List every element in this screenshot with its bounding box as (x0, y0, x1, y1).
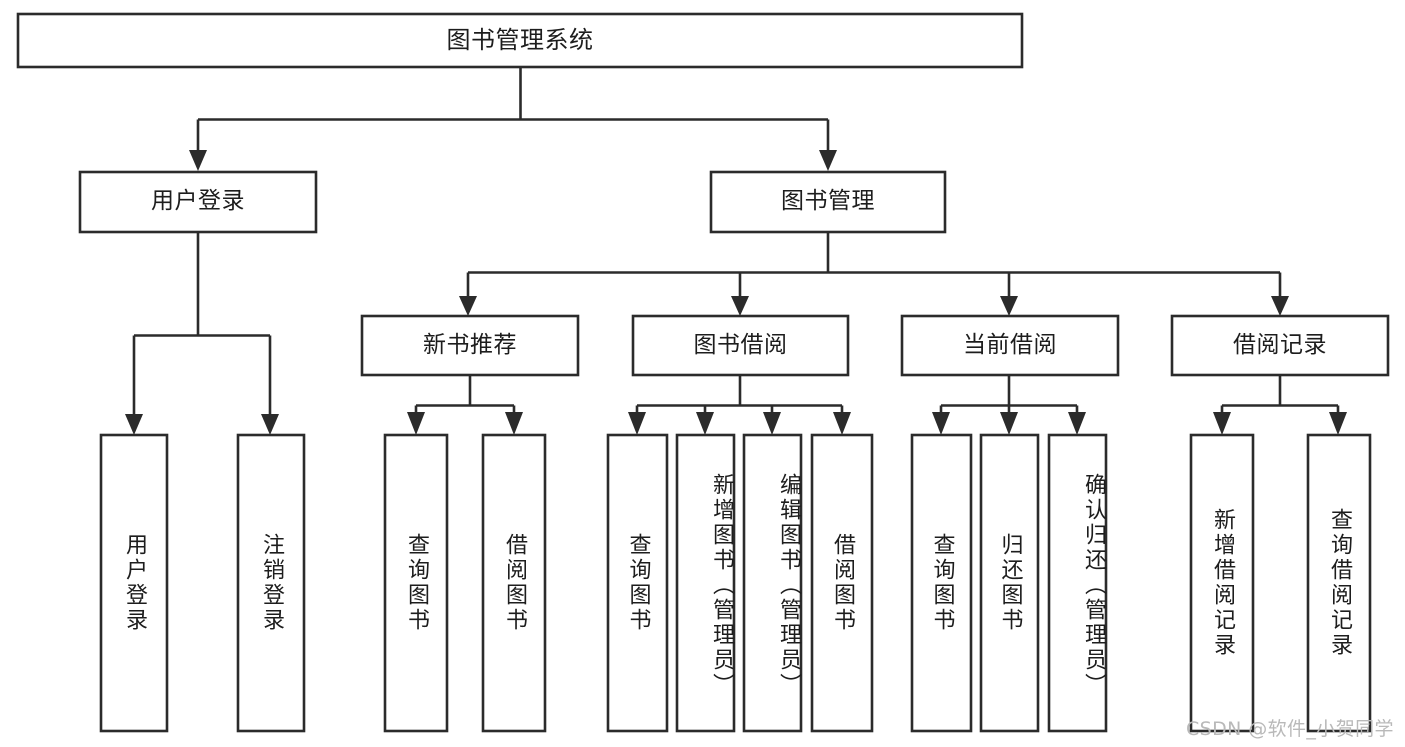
connector-borrowrecord-to-leaves (1213, 375, 1347, 435)
node-box-leaf-query-record[interactable] (1306, 433, 1372, 733)
node-box-new-book-rec[interactable] (360, 314, 580, 377)
node-box-leaf-query-book-1[interactable] (383, 433, 449, 733)
watermark-text: CSDN @软件_小贺同学 (1186, 718, 1394, 740)
node-box-root[interactable] (16, 12, 1024, 69)
connector-root-to-level1 (189, 67, 837, 171)
node-box-leaf-edit-book[interactable] (742, 433, 803, 733)
connector-userlogin-to-leaves (125, 232, 279, 435)
node-box-leaf-logout[interactable] (236, 433, 306, 733)
node-box-leaf-borrow-book-1[interactable] (481, 433, 547, 733)
node-box-leaf-add-book[interactable] (675, 433, 736, 733)
node-box-book-borrow[interactable] (631, 314, 850, 377)
connector-newbook-to-leaves (407, 375, 523, 435)
node-box-leaf-add-record[interactable] (1189, 433, 1255, 733)
node-box-leaf-return-book[interactable] (979, 433, 1040, 733)
node-box-leaf-query-book-2[interactable] (606, 433, 669, 733)
node-box-borrow-record[interactable] (1170, 314, 1390, 377)
connector-currentborrow-to-leaves (932, 375, 1086, 435)
node-box-leaf-user-login[interactable] (99, 433, 169, 733)
node-box-book-manage[interactable] (709, 170, 947, 234)
node-box-leaf-borrow-book-2[interactable] (810, 433, 874, 733)
connector-bookmanage-to-level2 (459, 232, 1289, 316)
node-box-current-borrow[interactable] (900, 314, 1120, 377)
node-box-user-login[interactable] (78, 170, 318, 234)
connector-bookborrow-to-leaves (628, 375, 851, 435)
node-box-leaf-confirm-return[interactable] (1047, 433, 1108, 733)
node-box-leaf-query-book-3[interactable] (910, 433, 973, 733)
